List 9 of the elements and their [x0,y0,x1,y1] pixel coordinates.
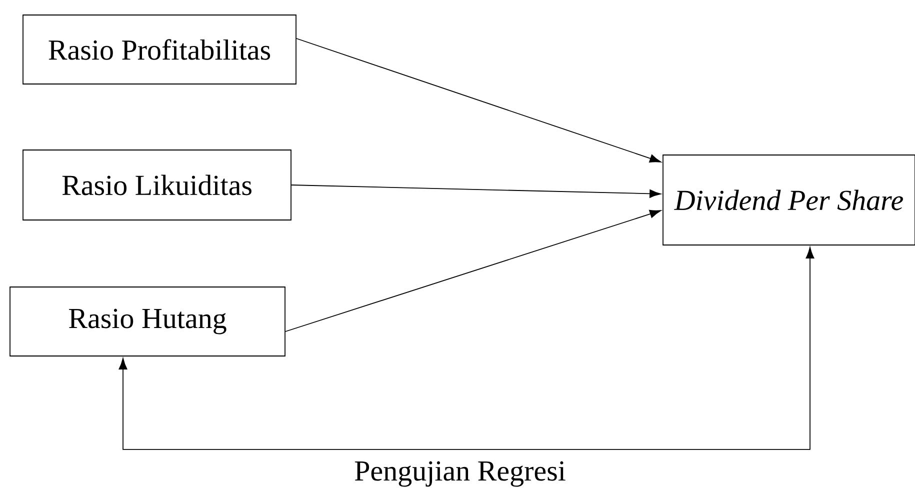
process-box: Rasio Likuiditas [22,150,292,220]
process-box: Rasio Hutang [10,286,286,356]
arrow [291,184,661,198]
process-box: Rasio Profitabilitas [22,14,296,84]
process-box: Dividend Per Share [662,154,915,246]
arrow [118,247,814,450]
arrow [285,210,662,332]
edge-label: Pengujian Regresi [353,460,567,488]
arrow [296,38,662,163]
